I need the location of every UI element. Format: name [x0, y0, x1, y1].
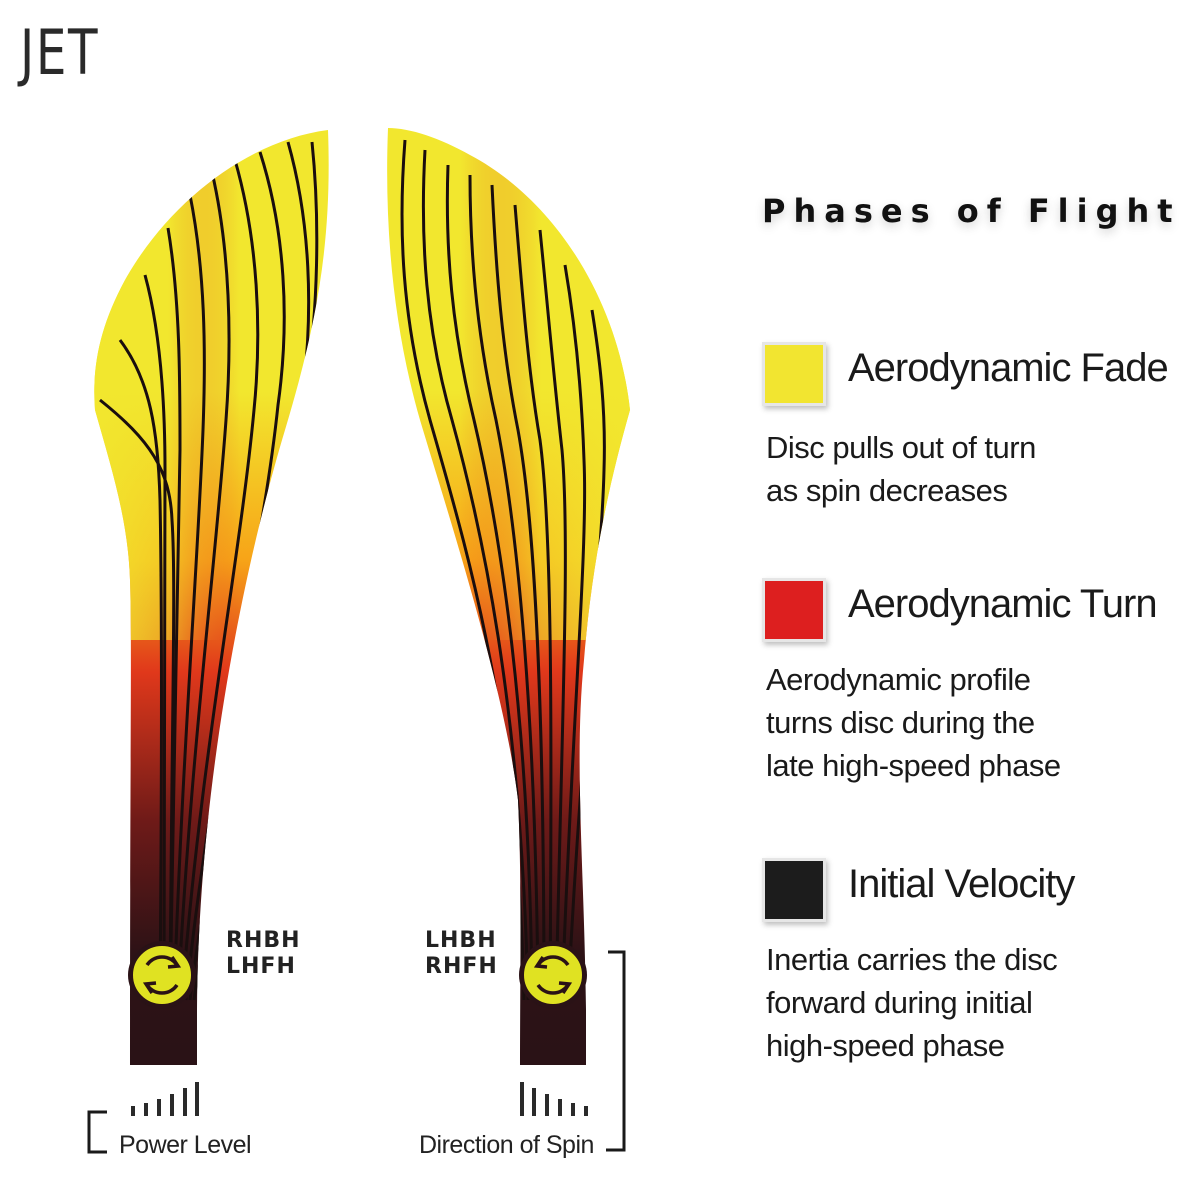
- disc-marker-right: [519, 941, 587, 1009]
- flight-path-right: [387, 128, 630, 1065]
- legend-desc-line: Aerodynamic profile: [766, 662, 1031, 697]
- flight-path-left: [94, 130, 329, 1065]
- throw-label: LHBH: [425, 928, 497, 953]
- legend-desc-line: Disc pulls out of turn: [766, 430, 1036, 465]
- legend-heading: Phases of Flight: [762, 192, 1181, 230]
- power-bracket: [87, 1110, 107, 1154]
- legend-desc-line: high-speed phase: [766, 1028, 1005, 1063]
- legend-desc-line: as spin decreases: [766, 473, 1008, 508]
- legend-description: Aerodynamic profile turns disc during th…: [766, 658, 1146, 787]
- throw-type-right: LHBH RHFH: [425, 928, 498, 980]
- legend-desc-line: turns disc during the: [766, 705, 1035, 740]
- spin-bracket: [606, 950, 626, 1152]
- legend-desc-line: late high-speed phase: [766, 748, 1061, 783]
- legend-desc-line: Inertia carries the disc: [766, 942, 1058, 977]
- direction-of-spin-caption: Direction of Spin: [419, 1131, 594, 1159]
- rotation-arrows-icon: [533, 955, 573, 995]
- legend-swatch-fade: [762, 342, 826, 406]
- spin-bars-icon: [520, 1082, 588, 1116]
- legend-title: Aerodynamic Turn: [848, 582, 1158, 626]
- legend-title: Initial Velocity: [848, 862, 1075, 906]
- legend-swatch-turn: [762, 578, 826, 642]
- throw-label: RHBH: [226, 928, 301, 953]
- disc-marker-left: [128, 941, 196, 1009]
- throw-label: RHFH: [425, 954, 498, 979]
- legend-description: Disc pulls out of turn as spin decreases: [766, 426, 1146, 512]
- throw-type-left: RHBH LHFH: [226, 928, 301, 980]
- legend-description: Inertia carries the disc forward during …: [766, 938, 1146, 1067]
- legend-title: Aerodynamic Fade: [848, 346, 1169, 390]
- rotation-arrows-icon: [142, 955, 182, 995]
- signal-bars-icon: [131, 1082, 199, 1116]
- power-level-caption: Power Level: [119, 1131, 252, 1159]
- disc-title: JET: [20, 16, 100, 89]
- legend-swatch-velocity: [762, 858, 826, 922]
- legend-desc-line: forward during initial: [766, 985, 1033, 1020]
- throw-label: LHFH: [226, 954, 296, 979]
